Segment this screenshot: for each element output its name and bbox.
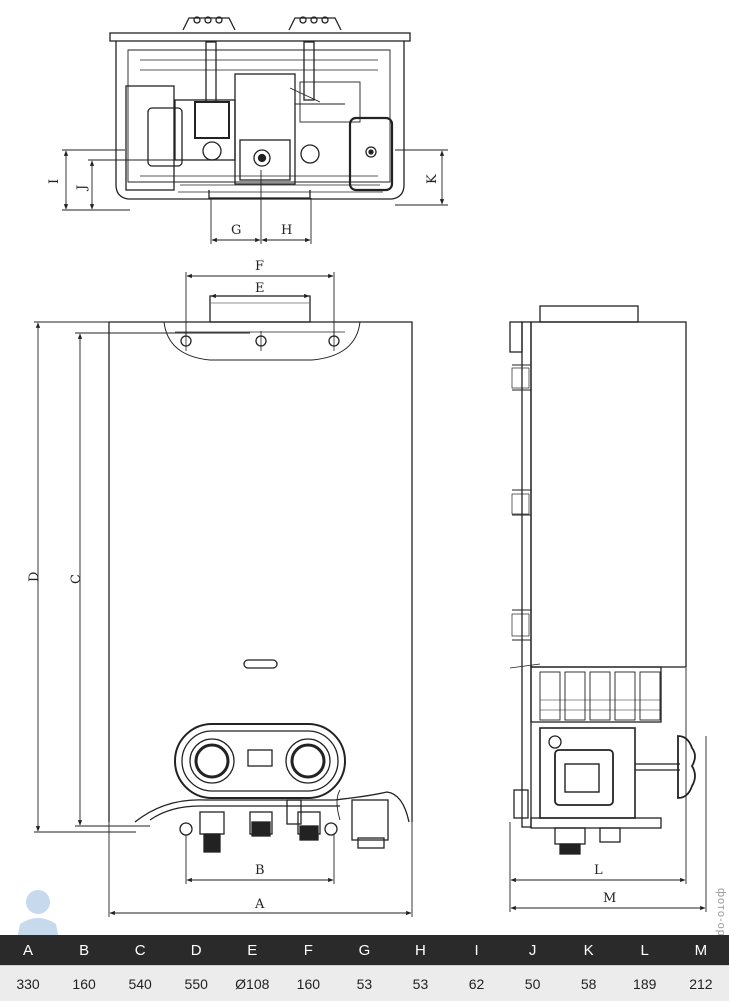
label-i: I xyxy=(47,179,62,184)
label-m: M xyxy=(603,891,616,906)
side-view xyxy=(510,306,695,854)
label-j: J xyxy=(75,185,90,192)
label-a: A xyxy=(254,897,265,912)
table-header-cell: C xyxy=(112,935,168,966)
table-cell: 50 xyxy=(505,966,561,1001)
table-header-cell: D xyxy=(168,935,224,966)
label-h: H xyxy=(281,223,292,238)
dimensions-table: A B C D E F G H I J K L M 330 160 540 55… xyxy=(0,935,729,1001)
table-cell: 212 xyxy=(673,966,729,1001)
table-header-cell: J xyxy=(505,935,561,966)
front-view-dimensions xyxy=(34,272,412,917)
table-header-cell: G xyxy=(336,935,392,966)
table-cell: 58 xyxy=(561,966,617,1001)
technical-drawing: I J K G H xyxy=(0,0,729,935)
label-k: K xyxy=(425,174,440,184)
table-cell: 62 xyxy=(449,966,505,1001)
table-header-cell: A xyxy=(0,935,56,966)
table-cell: 53 xyxy=(336,966,392,1001)
table-row: 330 160 540 550 Ø108 160 53 53 62 50 58 … xyxy=(0,966,729,1001)
table-cell: 330 xyxy=(0,966,56,1001)
top-view xyxy=(110,17,410,199)
front-view xyxy=(109,296,412,852)
table-cell: 160 xyxy=(56,966,112,1001)
table-header-cell: I xyxy=(449,935,505,966)
table-cell: 160 xyxy=(280,966,336,1001)
table-header-cell: H xyxy=(392,935,448,966)
table-header-cell: M xyxy=(673,935,729,966)
label-b: B xyxy=(255,863,265,878)
table-header-cell: L xyxy=(617,935,673,966)
table-header-cell: F xyxy=(280,935,336,966)
table-cell: 189 xyxy=(617,966,673,1001)
table-header-cell: E xyxy=(224,935,280,966)
table-header-row: A B C D E F G H I J K L M xyxy=(0,935,729,966)
table-cell: 53 xyxy=(392,966,448,1001)
label-f: F xyxy=(255,259,264,274)
label-d: D xyxy=(27,572,42,582)
table-header-cell: B xyxy=(56,935,112,966)
table-header-cell: K xyxy=(561,935,617,966)
label-e: E xyxy=(255,281,265,296)
table-cell: 540 xyxy=(112,966,168,1001)
label-g: G xyxy=(231,223,241,238)
table-cell: 550 xyxy=(168,966,224,1001)
table-cell: Ø108 xyxy=(224,966,280,1001)
label-c: C xyxy=(69,574,84,584)
label-l: L xyxy=(594,863,603,878)
